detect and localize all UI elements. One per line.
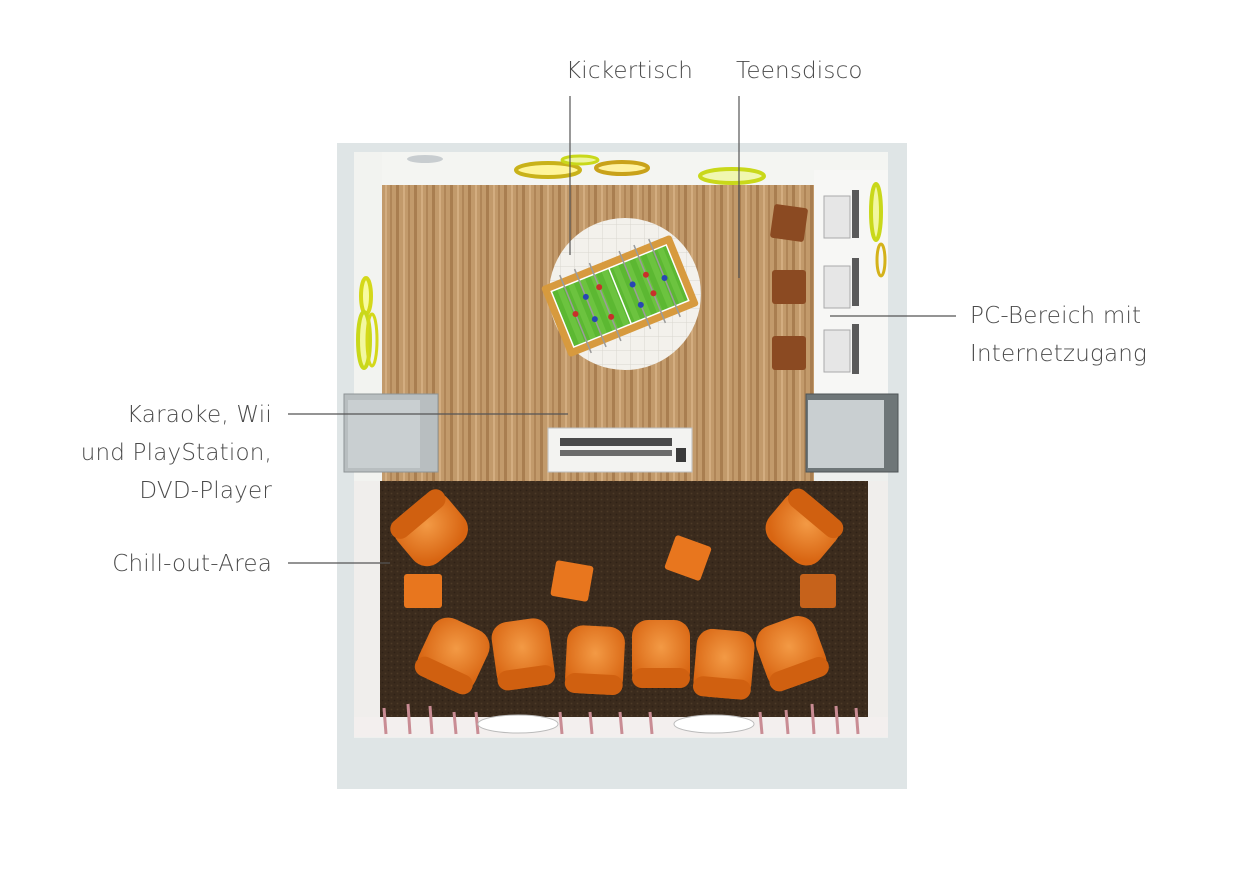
leader-lines xyxy=(288,96,956,564)
karaoke-label: Karaoke, Wii und PlayStation, DVD-Player xyxy=(81,396,272,510)
ottoman-icon xyxy=(404,535,836,608)
bottom-wall xyxy=(354,703,888,737)
pc-chairs xyxy=(770,204,808,370)
tv-console-icon xyxy=(547,427,693,473)
foosball-table-icon xyxy=(541,235,699,357)
teensdisco-label: Teensdisco xyxy=(736,58,863,84)
computer-monitor-icon xyxy=(823,190,859,374)
chillout-label: Chill-out-Area xyxy=(112,551,272,577)
karaoke-line-1: Karaoke, Wii xyxy=(126,402,272,428)
pc-bereich-line-2: Internetzugang xyxy=(970,341,1148,367)
pc-bereich-line-1: PC-Bereich mit xyxy=(970,303,1142,329)
kickertisch-label: Kickertisch xyxy=(566,58,694,84)
karaoke-line-3: DVD-Player xyxy=(139,478,272,504)
pc-bereich-label: PC-Bereich mit Internetzugang xyxy=(970,297,1147,373)
armchair-icon xyxy=(390,488,844,700)
karaoke-line-2: und PlayStation, xyxy=(80,440,272,466)
cabinet-icon xyxy=(343,393,899,473)
